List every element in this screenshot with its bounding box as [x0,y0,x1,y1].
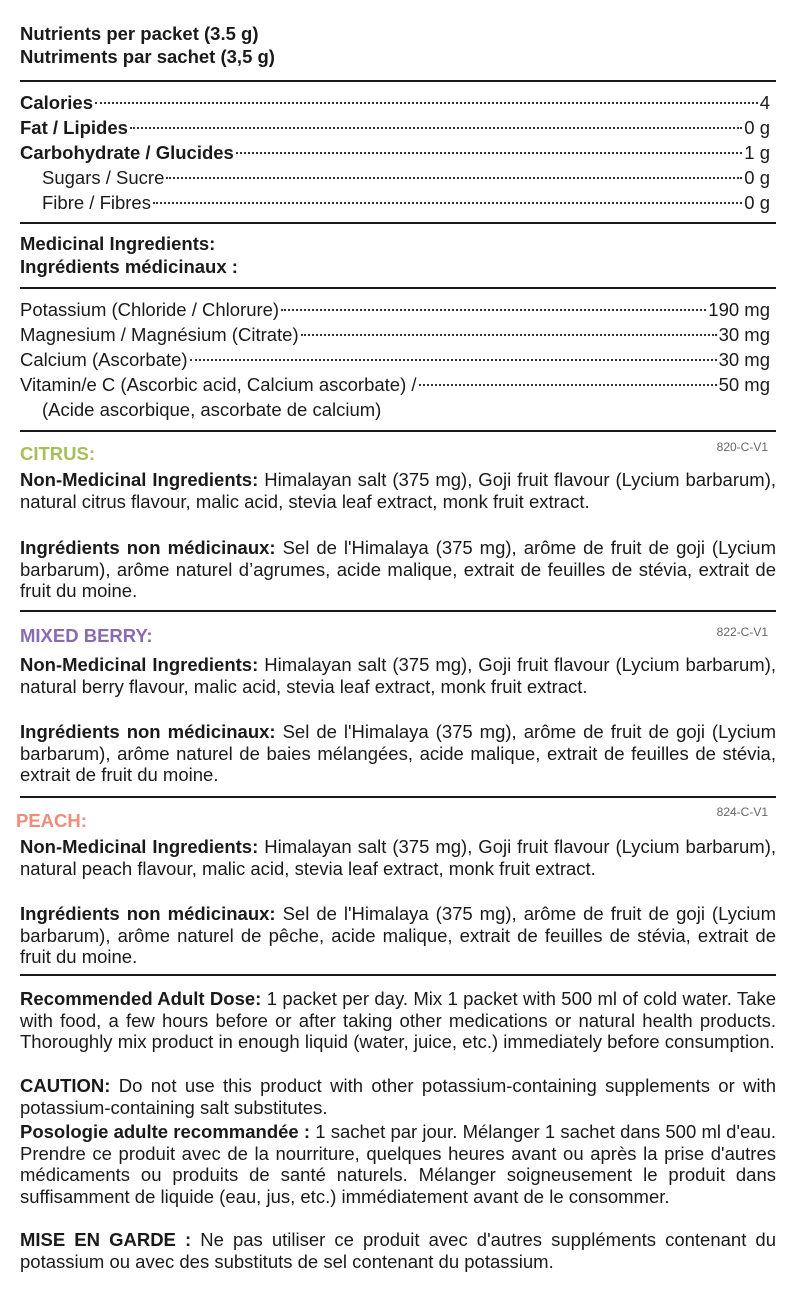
divider [20,974,776,976]
medicinal-title-french: Ingrédients médicinaux : [20,256,238,277]
medicinal-title: Medicinal Ingredients: Ingrédients médic… [20,232,776,278]
ingredient-label: Magnesium / Magnésium (Citrate) [20,324,299,345]
nutrient-row-fat: Fat / Lipides 0 g [20,115,770,140]
medicinal-row-vitamin-c: Vitamin/e C (Ascorbic acid, Calcium asco… [20,372,770,397]
mise-en-garde-text: Ne pas utiliser ce produit avec d'autres… [20,1229,776,1272]
medicinal-row-magnesium: Magnesium / Magnésium (Citrate) 30 mg [20,322,770,347]
nutrient-value: 0 g [744,167,770,188]
ingredients-label: Non-Medicinal Ingredients: [20,836,259,857]
peach-ingredients-english: Non-Medicinal Ingredients: Himalayan sal… [20,836,776,879]
flavour-title-citrus: CITRUS: [20,443,96,464]
nutrient-row-calories: Calories 4 [20,90,770,115]
nutrient-label: Calories [20,92,94,113]
ingredients-label: Ingrédients non médicinaux: [20,537,276,558]
product-code: 820-C-V1 [716,440,768,454]
dot-leader [166,177,743,179]
dot-leader [152,202,743,204]
ingredient-value: 50 mg [718,374,770,395]
nutrient-row-fibre: Fibre / Fibres 0 g [20,190,770,215]
medicinal-row-potassium: Potassium (Chloride / Chlorure) 190 mg [20,297,770,322]
ingredient-label: Calcium (Ascorbate) [20,349,188,370]
berry-ingredients-english: Non-Medicinal Ingredients: Himalayan sal… [20,654,776,697]
nutrient-row-sugars: Sugars / Sucre 0 g [20,165,770,190]
flavour-title-peach: PEACH: [16,810,87,831]
berry-ingredients-french: Ingrédients non médicinaux: Sel de l'Him… [20,721,776,786]
divider [20,430,776,432]
nutrient-label: Fat / Lipides [20,117,128,138]
dose-text: 1 packet per day. Mix 1 packet with 500 … [20,988,777,1052]
flavour-title-mixed-berry: MIXED BERRY: [20,625,153,646]
divider [20,287,776,289]
dot-leader [189,359,717,361]
caution-french: MISE EN GARDE : Ne pas utiliser ce produ… [20,1229,776,1272]
divider [20,610,776,612]
nutrient-label: Fibre / Fibres [42,192,151,213]
medicinal-title-english: Medicinal Ingredients: [20,233,216,254]
dot-leader [235,152,743,154]
nutrient-row-carbohydrate: Carbohydrate / Glucides 1 g [20,140,770,165]
ingredients-text: Himalayan salt (375 mg), Goji fruit flav… [20,469,776,512]
nutrient-label: Carbohydrate / Glucides [20,142,234,163]
divider [20,222,776,224]
ingredient-label: Potassium (Chloride / Chlorure) [20,299,280,320]
caution-text: Do not use this product with other potas… [20,1075,776,1118]
product-code: 824-C-V1 [716,805,768,819]
posologie-label: Posologie adulte recommandée : [20,1121,311,1142]
ingredients-label: Ingrédients non médicinaux: [20,903,276,924]
product-code: 822-C-V1 [716,625,768,639]
ingredients-text: Sel de l'Himalaya (375 mg), arôme de fru… [20,537,777,601]
posologie-text: 1 sachet par jour. Mélanger 1 sachet dan… [20,1121,776,1207]
ingredient-value: 190 mg [708,299,770,320]
divider [20,80,776,82]
ingredients-label: Non-Medicinal Ingredients: [20,469,259,490]
ingredients-label: Ingrédients non médicinaux: [20,721,276,742]
vitamin-c-french-note: (Acide ascorbique, ascorbate de calcium) [42,399,382,420]
nutrient-value: 1 g [744,142,770,163]
citrus-ingredients-french: Ingrédients non médicinaux: Sel de l'Him… [20,537,776,602]
ingredients-text: Sel de l'Himalaya (375 mg), arôme de fru… [20,903,777,967]
recommended-dose-english: Recommended Adult Dose: 1 packet per day… [20,988,776,1053]
nutrient-value: 0 g [744,192,770,213]
recommended-dose-french: Posologie adulte recommandée : 1 sachet … [20,1121,776,1207]
header-english: Nutrients per packet (3.5 g) [20,23,259,44]
ingredient-value: 30 mg [718,324,770,345]
nutrient-value: 4 [759,92,770,113]
dose-label: Recommended Adult Dose: [20,988,262,1009]
peach-ingredients-french: Ingrédients non médicinaux: Sel de l'Him… [20,903,776,968]
ingredient-label: Vitamin/e C (Ascorbic acid, Calcium asco… [20,374,417,395]
ingredients-label: Non-Medicinal Ingredients: [20,654,259,675]
ingredients-text: Himalayan salt (375 mg), Goji fruit flav… [20,654,776,697]
ingredients-text: Himalayan salt (375 mg), Goji fruit flav… [20,836,776,879]
nutrient-label: Sugars / Sucre [42,167,165,188]
dot-leader [129,127,743,129]
header-french: Nutriments par sachet (3,5 g) [20,46,275,67]
nutrient-value: 0 g [744,117,770,138]
dot-leader [418,384,717,386]
caution-english: CAUTION: Do not use this product with ot… [20,1075,776,1118]
mise-en-garde-label: MISE EN GARDE : [20,1229,192,1250]
divider [20,796,776,798]
dot-leader [300,334,717,336]
caution-label: CAUTION: [20,1075,111,1096]
nutrition-header: Nutrients per packet (3.5 g) Nutriments … [20,22,776,68]
medicinal-row-calcium: Calcium (Ascorbate) 30 mg [20,347,770,372]
ingredient-value: 30 mg [718,349,770,370]
dot-leader [281,309,707,311]
dot-leader [95,102,758,104]
ingredients-text: Sel de l'Himalaya (375 mg), arôme de fru… [20,721,777,785]
citrus-ingredients-english: Non-Medicinal Ingredients: Himalayan sal… [20,469,776,512]
